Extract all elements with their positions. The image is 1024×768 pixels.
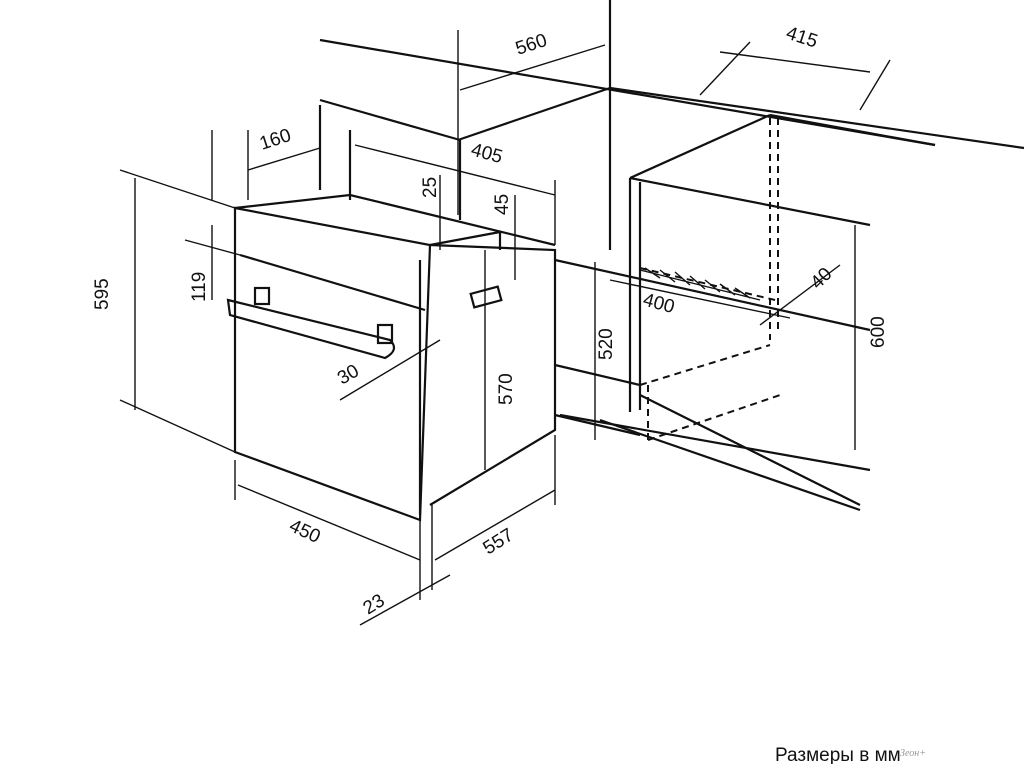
dim-160: 160 — [257, 125, 294, 155]
cabinet — [628, 113, 936, 441]
dimension-lines — [119, 130, 856, 626]
dim-520: 520 — [596, 328, 617, 360]
dim-23: 23 — [360, 590, 389, 619]
dim-595: 595 — [92, 278, 113, 310]
oven — [226, 193, 557, 522]
dim-600: 600 — [868, 316, 889, 348]
dim-560: 560 — [513, 30, 550, 60]
dim-119: 119 — [189, 272, 210, 302]
niche-lines — [318, 98, 871, 512]
dim-570: 570 — [496, 373, 517, 405]
dim-405: 405 — [469, 140, 505, 168]
dim-400: 400 — [641, 290, 677, 318]
caption: Размеры в мм — [775, 745, 901, 764]
dim-415: 415 — [783, 23, 820, 53]
dim-450: 450 — [286, 515, 324, 547]
dim-557: 557 — [480, 525, 518, 560]
dim-45: 45 — [492, 194, 513, 215]
dimension-labels: 560 415 160 405 25 45 119 595 30 570 520… — [92, 23, 889, 619]
dim-30: 30 — [334, 361, 363, 390]
countertop-lines — [319, 0, 1024, 250]
watermark: Зеон+ — [900, 748, 926, 759]
dim-25: 25 — [420, 177, 441, 198]
dim-40: 40 — [807, 264, 837, 294]
